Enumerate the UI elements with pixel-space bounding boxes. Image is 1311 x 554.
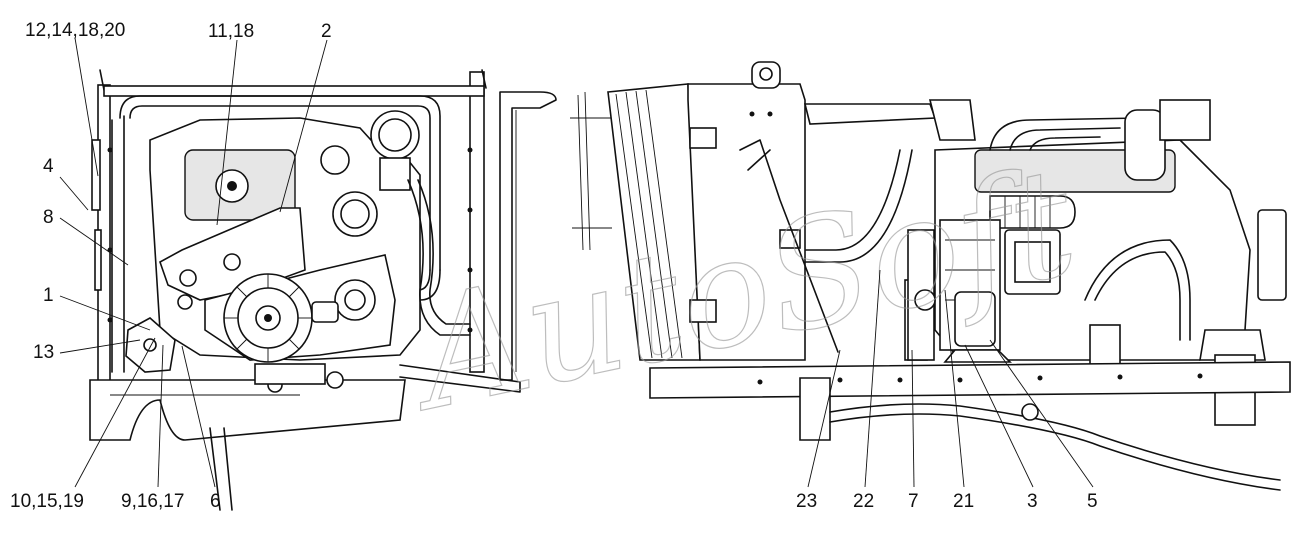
front-view-drawing: [89, 69, 557, 511]
callout-2: 2: [321, 21, 332, 42]
callout-12-14-18-20: 12,14,18,20: [25, 20, 125, 41]
callout-7: 7: [908, 491, 919, 512]
callout-22: 22: [853, 491, 874, 512]
callout-13: 13: [33, 342, 54, 363]
callout-9-16-17: 9,16,17: [121, 491, 184, 512]
callout-11-18: 11,18: [208, 21, 254, 42]
callout-5: 5: [1087, 491, 1098, 512]
callout-4: 4: [43, 156, 54, 177]
callout-6: 6: [210, 491, 221, 512]
callout-labels: 12,14,18,20 11,18 2 4 8 1 13 10,15,19 9,…: [10, 20, 1098, 512]
callout-23: 23: [796, 491, 817, 512]
callout-1: 1: [43, 285, 54, 306]
callout-8: 8: [43, 207, 54, 228]
callout-3: 3: [1027, 491, 1038, 512]
callout-10-15-19: 10,15,19: [10, 491, 84, 512]
callout-21: 21: [953, 491, 974, 512]
leader-lines: [59, 37, 1094, 488]
side-view-drawing: [570, 61, 1291, 491]
